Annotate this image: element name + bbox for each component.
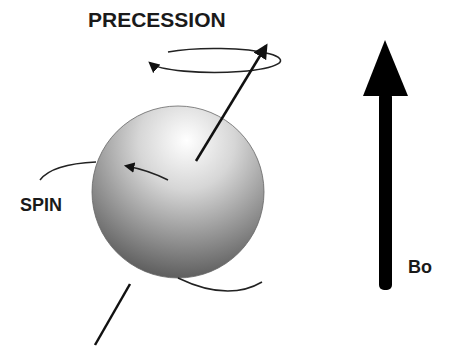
precession-label: PRECESSION [88, 8, 226, 31]
spin-ring-back [40, 162, 96, 180]
field-arrow-shaft [379, 92, 392, 290]
spin-axis-lower [95, 284, 130, 345]
spin-axis-upper [196, 46, 266, 161]
field-label: Bo [408, 258, 432, 278]
field-arrow-head [363, 40, 408, 96]
spin-ring-front [178, 278, 262, 291]
nucleus-sphere [92, 106, 264, 278]
spin-arrow [126, 166, 168, 180]
spin-label: SPIN [20, 196, 62, 216]
